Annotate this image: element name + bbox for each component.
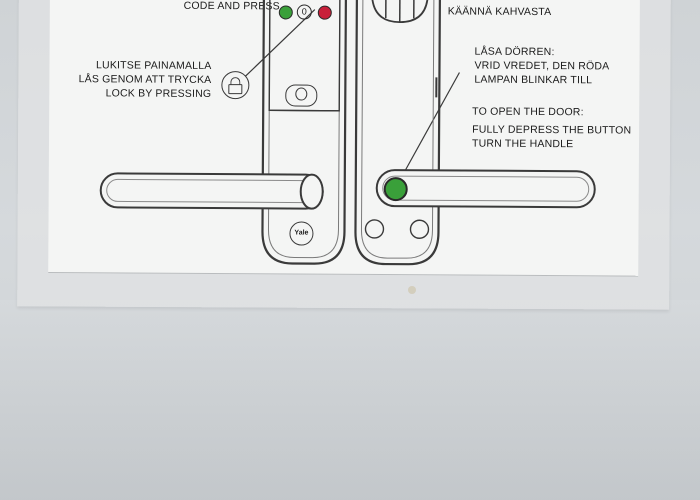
left-lock-body [261,0,348,265]
right-lock-body [354,0,442,266]
left-lever-handle [99,172,324,210]
keypad-zero-key: 0 [296,4,312,20]
padlock-icon [221,71,250,100]
screw-right [409,219,430,239]
instruction-sign: CODE AND PRESS LUKITSE PAINAMALLA LÅS GE… [48,0,640,277]
yale-logo: Yale [289,221,314,246]
green-led-keypad [278,5,293,20]
red-led-keypad [317,5,332,20]
lock-button-icon [285,84,318,107]
tape-mark [408,286,416,294]
lock-illustration [99,0,596,266]
green-led-handle [383,177,408,202]
wall [0,300,700,500]
lock-edge-mark [435,77,438,98]
screw-left [364,219,385,239]
right-lever-handle [375,169,596,209]
